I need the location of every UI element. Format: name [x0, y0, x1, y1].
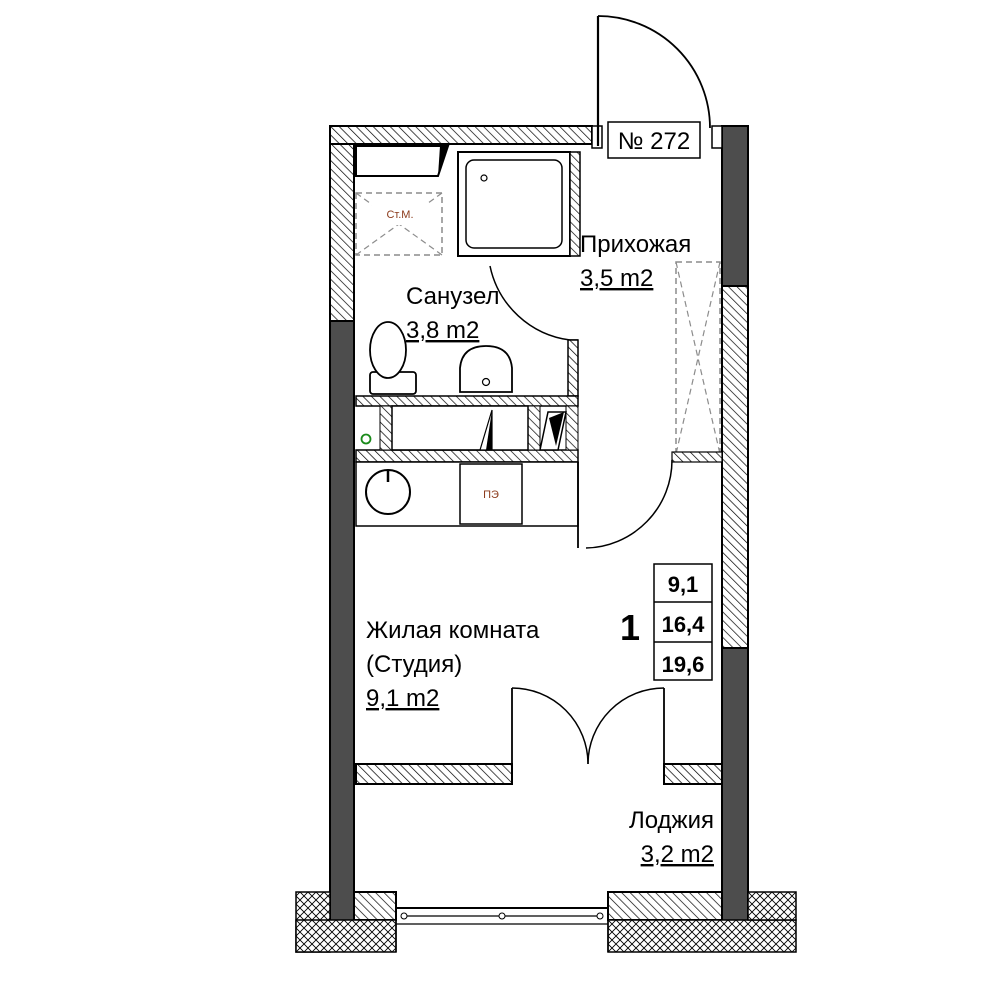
outer-walls: [329, 125, 749, 922]
bathroom-door: [489, 265, 578, 341]
electric-stove: [459, 463, 523, 525]
shelf-wedge: [355, 145, 450, 177]
living-area: 9,1 m2: [366, 685, 439, 712]
shower-drain: [480, 174, 488, 182]
living-subname: (Студия): [366, 651, 462, 678]
hallway-name: Прихожая: [580, 231, 691, 258]
hallway-wardrobe: [671, 261, 723, 463]
hallway-area: 3,5 m2: [580, 265, 653, 292]
area-summary: 1 9,1 16,4 19,6: [620, 563, 713, 681]
shower-partition: [569, 151, 581, 257]
bathroom-name: Санузел: [406, 283, 500, 310]
green-marker: [360, 433, 372, 445]
top-wall: [329, 125, 593, 145]
electric-stove-label: ПЭ: [483, 489, 499, 501]
kitchen-block: ПЭ: [355, 395, 579, 527]
bathroom-partition-right: [567, 339, 579, 397]
living-area-value: 9,1: [668, 572, 699, 597]
left-wall-hatched: [329, 125, 355, 322]
right-wall-hatched: [721, 285, 749, 649]
shower-tray-inner: [465, 159, 563, 249]
living-door: [577, 459, 673, 549]
bottom-wall: [295, 891, 797, 953]
toilet: [369, 321, 417, 395]
apartment-number-label: № 272: [618, 128, 690, 155]
loggia-area: 3,2 m2: [641, 841, 714, 868]
total-area-value: 19,6: [662, 652, 705, 677]
right-wall-dark-top: [721, 125, 749, 287]
rooms-count: 1: [620, 607, 640, 648]
window: [395, 907, 609, 952]
living-name: Жилая комната: [366, 617, 540, 644]
total-no-loggia-value: 16,4: [662, 612, 706, 637]
entry-jamb-right: [711, 125, 723, 149]
loggia-name: Лоджия: [629, 807, 714, 834]
right-wall-dark-bottom: [721, 647, 749, 922]
loggia-wall: [355, 687, 723, 785]
bathroom-upper-fixtures: Ст.М.: [355, 145, 581, 257]
apartment-number-box: № 272: [607, 121, 701, 159]
bathroom-area: 3,8 m2: [406, 317, 479, 344]
riser-label: Ст.М.: [386, 209, 413, 221]
left-wall-dark: [329, 320, 355, 922]
entry-door: [596, 15, 711, 146]
washbasin: [459, 345, 513, 393]
